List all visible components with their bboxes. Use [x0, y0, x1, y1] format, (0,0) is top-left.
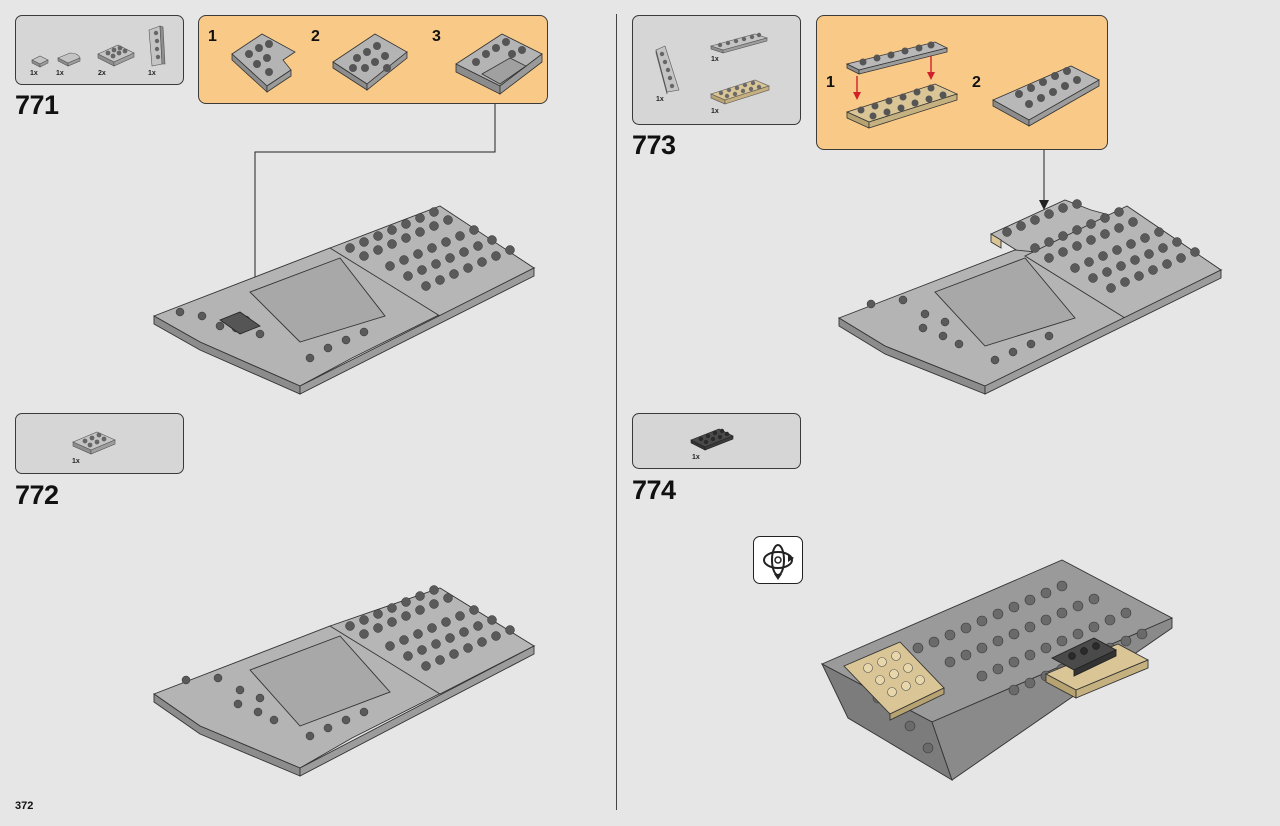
callout-arrow-line [254, 104, 496, 318]
substep-number: 1 [826, 74, 835, 91]
page-number: 372 [15, 800, 34, 812]
callout-771: 1 2 3 [198, 15, 548, 104]
stud-grid [181, 585, 515, 741]
part-qty: 1x [72, 458, 80, 465]
page-divider [616, 14, 617, 810]
part-qty: 1x [56, 70, 64, 77]
dark-plate-highlight [219, 311, 261, 335]
parts-box-773: 1x 1x 1x [632, 15, 801, 125]
substep-2-assembly [332, 33, 408, 91]
substep-2-assembly [992, 65, 1100, 127]
step-number: 773 [632, 130, 676, 160]
callout-773: 1 2 [816, 15, 1108, 150]
model-774 [820, 559, 1174, 782]
model-771 [152, 104, 536, 395]
part-qty: 1x [711, 108, 719, 115]
stud-grid [866, 199, 1200, 365]
dark-plate-added [1051, 637, 1117, 677]
substep-1-assembly [845, 41, 959, 129]
parts-box-774: 1x [632, 413, 801, 469]
substep-3-assembly [455, 33, 543, 95]
substep-number: 2 [972, 74, 981, 91]
step-number: 772 [15, 480, 59, 510]
substep-1-assembly [231, 33, 296, 93]
model-773 [837, 150, 1223, 395]
parts-box-772: 1x [15, 413, 184, 474]
substep-number: 1 [208, 28, 217, 45]
plate-2x3-icon [97, 44, 135, 67]
part-qty: 1x [711, 56, 719, 63]
tan-plate-2x6-icon [710, 79, 770, 105]
stud-grid [175, 207, 515, 363]
step-number: 774 [632, 475, 676, 505]
part-qty: 1x [148, 70, 156, 77]
substep-number: 2 [311, 28, 320, 45]
dark-plate-2x4-icon [690, 428, 734, 451]
parts-box-771: 1x 1x 2x 1x [15, 15, 184, 85]
wedge-plate-icon [148, 25, 166, 67]
substep-number: 3 [432, 28, 441, 45]
round-corner-icon [57, 52, 81, 67]
wedge-plate-icon [655, 45, 680, 95]
part-qty: 2x [98, 70, 106, 77]
rotate-model-icon [753, 536, 803, 584]
underside-tube-grid [872, 580, 1148, 754]
arrow-head [1039, 200, 1049, 210]
part-qty: 1x [30, 70, 38, 77]
step-number: 771 [15, 90, 59, 120]
plate-1x6-icon [709, 32, 769, 54]
plate-2x3-icon [72, 431, 116, 455]
tan-plate-underside [843, 641, 945, 721]
plate-1x1-icon [31, 55, 49, 68]
tan-plate-underside [1044, 643, 1150, 699]
part-qty: 1x [692, 454, 700, 461]
model-772 [153, 585, 536, 777]
part-qty: 1x [656, 96, 664, 103]
